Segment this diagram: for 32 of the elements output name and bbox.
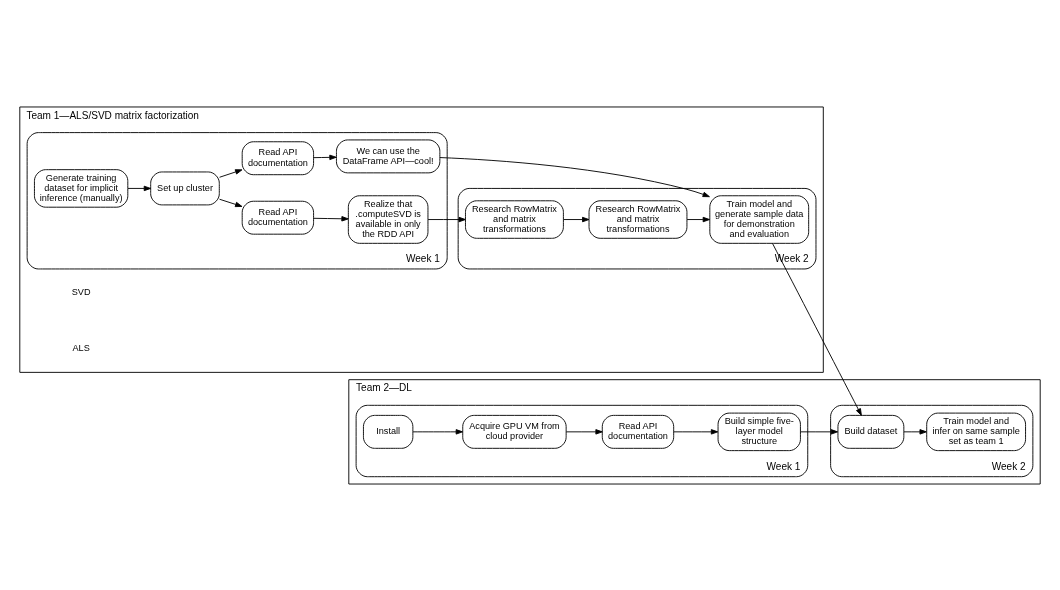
node-box: Research RowMatrix and matrix transformations xyxy=(465,199,564,239)
arrow xyxy=(219,168,243,178)
arrow xyxy=(127,185,152,191)
node-box: Realize that .computeSVD is available in only the RDD API xyxy=(347,194,429,244)
node-box: Install xyxy=(363,414,414,449)
node-box: Set up cluster xyxy=(150,171,220,205)
arrow xyxy=(412,428,463,435)
node-box: Generate training dataset for implicit inference (manually) xyxy=(34,168,129,208)
node-box: Read API documentation xyxy=(241,200,315,235)
node-box: Build simple five-layer model structure xyxy=(717,412,801,451)
node-box: Read API documentation xyxy=(601,414,675,449)
arrow xyxy=(313,154,337,160)
node-box: We can use the DataFrame API—cool! xyxy=(336,138,441,173)
label: ALS xyxy=(72,342,90,353)
label: SVD xyxy=(71,286,91,297)
arrow xyxy=(219,198,243,207)
node-box: Train model and generate sample data for demonstration and evaluation xyxy=(709,194,810,244)
node-box: Research RowMatrix and matrix transformations xyxy=(588,199,688,239)
arrow xyxy=(772,242,862,416)
arrow xyxy=(563,216,590,222)
node-box: Read API documentation xyxy=(241,140,315,175)
arrow xyxy=(799,428,839,435)
arrow xyxy=(439,156,710,197)
arrow xyxy=(686,216,710,222)
arrow xyxy=(673,428,719,435)
node-box: Train model and infer on same sample set as team 1 xyxy=(926,412,1026,451)
arrow xyxy=(565,428,603,435)
node-box: Acquire GPU VM from cloud provider xyxy=(462,414,567,449)
arrow xyxy=(427,216,466,222)
arrow xyxy=(313,215,349,221)
node-box: Build dataset xyxy=(837,414,905,449)
arrow xyxy=(903,428,927,435)
